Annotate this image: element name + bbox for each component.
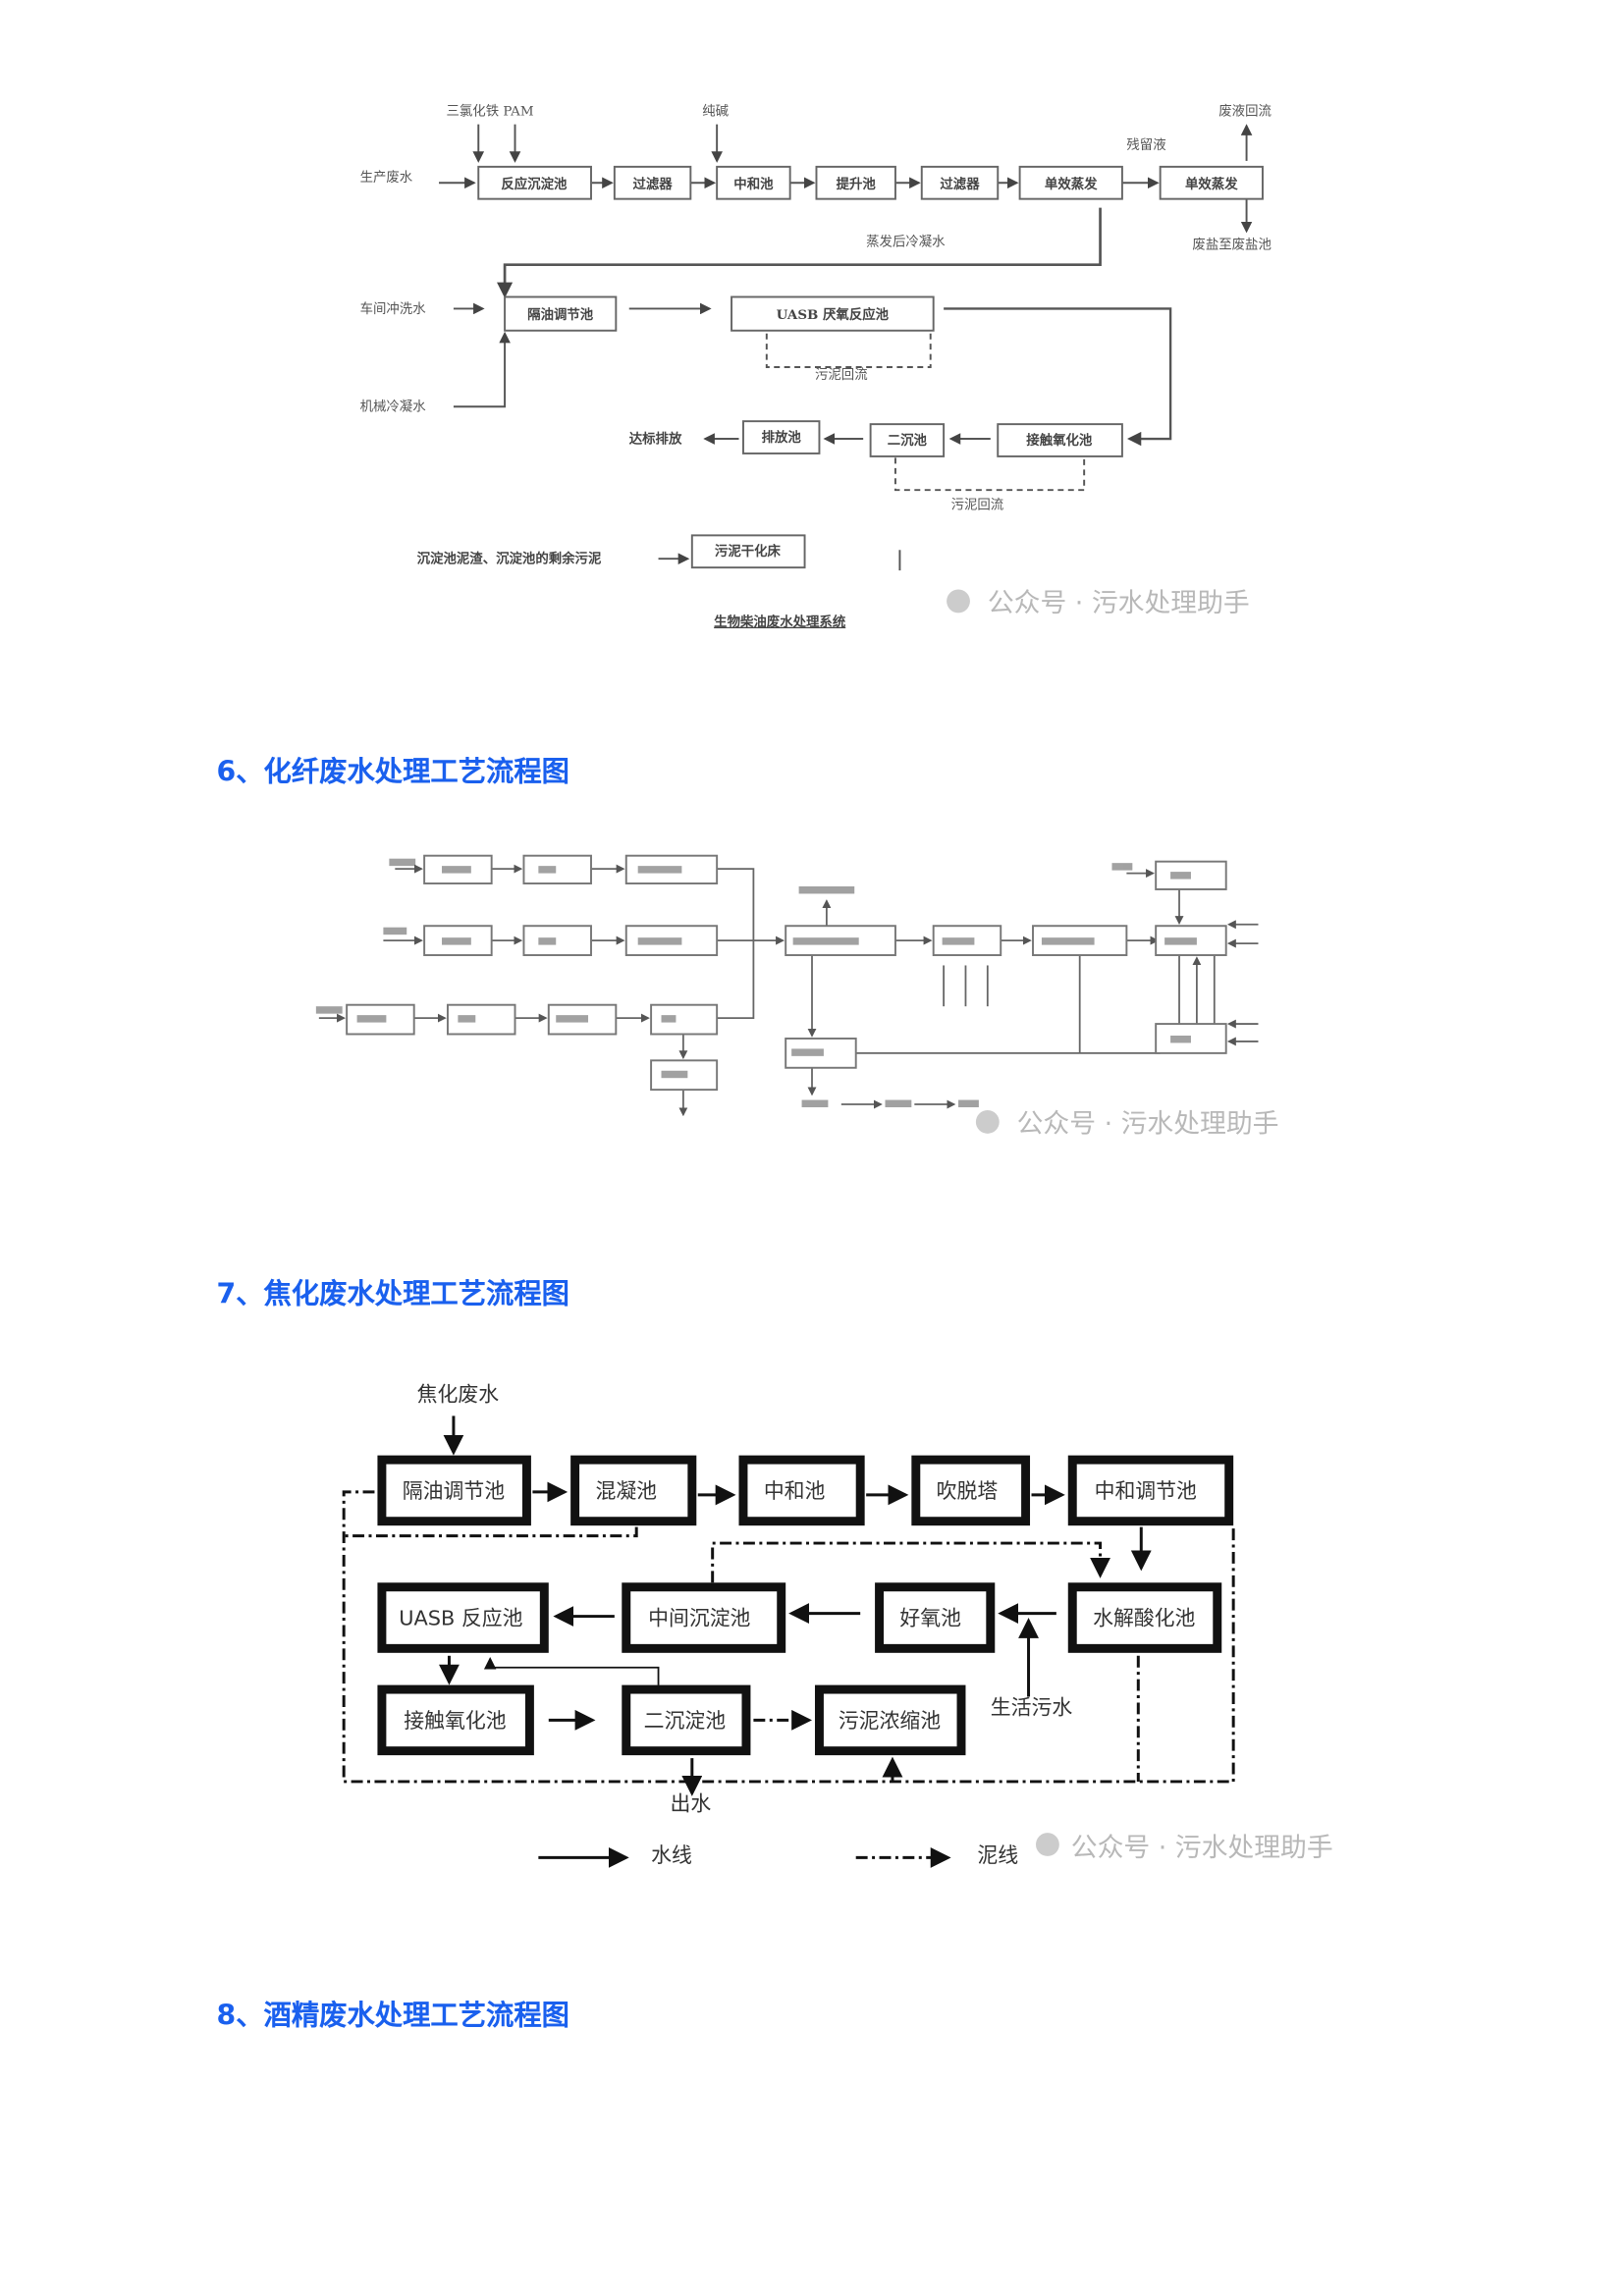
diagram-title: 生物柴油废水处理系统 <box>714 614 846 630</box>
chem-label: 三氯化铁 PAM <box>446 104 533 120</box>
box-label: 混凝池 <box>595 1479 657 1503</box>
raw-label: 生产废水 <box>360 170 413 186</box>
chemical-fiber-wastewater-diagram: 公众号 · 污水处理助手 <box>315 854 1279 1139</box>
watermark: 公众号 · 污水处理助手 <box>988 588 1250 618</box>
box-label: 过滤器 <box>940 176 980 192</box>
sludge-return-label: 污泥回流 <box>815 367 868 383</box>
watermark: 公众号 · 污水处理助手 <box>1017 1108 1279 1139</box>
box-label: UASB 反应池 <box>399 1607 522 1630</box>
box-label: 吹脱塔 <box>937 1479 999 1503</box>
section-heading: 6、化纤废水处理工艺流程图 <box>216 756 569 789</box>
legend-sludge-line: 泥线 <box>977 1843 1018 1867</box>
biodiesel-wastewater-diagram: 反应沉淀池 过滤器 中和池 提升池 过滤器 单效蒸发 单效蒸发 隔油调节池 UA… <box>360 104 1272 630</box>
box-label: 过滤器 <box>632 176 673 192</box>
discharge-label: 达标排放 <box>629 431 682 448</box>
wechat-icon <box>947 589 970 614</box>
box-label: 单效蒸发 <box>1185 176 1238 192</box>
outlet-label: 出水 <box>670 1792 711 1816</box>
mech-label: 机械冷凝水 <box>360 400 427 415</box>
box-label: 接触氧化池 <box>404 1709 506 1733</box>
box-label: 中和调节池 <box>1095 1479 1197 1503</box>
box-label: 反应沉淀池 <box>501 176 568 192</box>
box-label: 污泥干化床 <box>715 543 782 560</box>
box-label: 隔油调节池 <box>403 1479 505 1503</box>
wechat-icon <box>975 1109 1000 1134</box>
box-label: 二沉池 <box>888 432 928 449</box>
box-label: 单效蒸发 <box>1045 176 1098 192</box>
wash-label: 车间冲洗水 <box>360 300 427 317</box>
box-label: 好氧池 <box>899 1607 961 1630</box>
box-label: 二沉淀池 <box>644 1709 727 1733</box>
box-label: 隔油调节池 <box>527 306 594 323</box>
box-label: 中间沉淀池 <box>648 1607 750 1630</box>
box-label: 污泥浓缩池 <box>839 1709 941 1733</box>
sludge-input-label: 沉淀池泥渣、沉淀池的剩余污泥 <box>417 551 602 567</box>
watermark: 公众号 · 污水处理助手 <box>1071 1833 1333 1863</box>
residue-label: 残留液 <box>1126 137 1165 153</box>
legend-water-line: 水线 <box>651 1843 692 1867</box>
box-label: 排放池 <box>762 429 802 446</box>
box-label: 提升池 <box>837 176 877 192</box>
section-heading: 8、酒精废水处理工艺流程图 <box>216 1999 569 2032</box>
box-label: 中和池 <box>733 176 774 192</box>
box-label: 接触氧化池 <box>1026 432 1093 449</box>
waste-return-label: 废液回流 <box>1218 104 1272 120</box>
section-heading: 7、焦化废水处理工艺流程图 <box>216 1278 569 1311</box>
condensate-label: 蒸发后冷凝水 <box>866 234 946 249</box>
box-label: 水解酸化池 <box>1093 1607 1195 1630</box>
box-label: 中和池 <box>764 1479 826 1503</box>
box-label: UASB 厌氧反应池 <box>777 306 890 323</box>
wechat-icon <box>1035 1833 1059 1856</box>
soda-label: 纯碱 <box>702 104 729 120</box>
salt-label: 废盐至废盐池 <box>1192 237 1271 252</box>
coking-wastewater-diagram: 隔油调节池 混凝池 中和池 吹脱塔 中和调节池 水解酸化池 好氧池 中间沉淀池 … <box>342 1383 1333 1868</box>
input-label: 焦化废水 <box>417 1383 500 1407</box>
domestic-sewage-label: 生活污水 <box>991 1695 1073 1719</box>
sludge-return-label: 污泥回流 <box>951 498 1004 513</box>
